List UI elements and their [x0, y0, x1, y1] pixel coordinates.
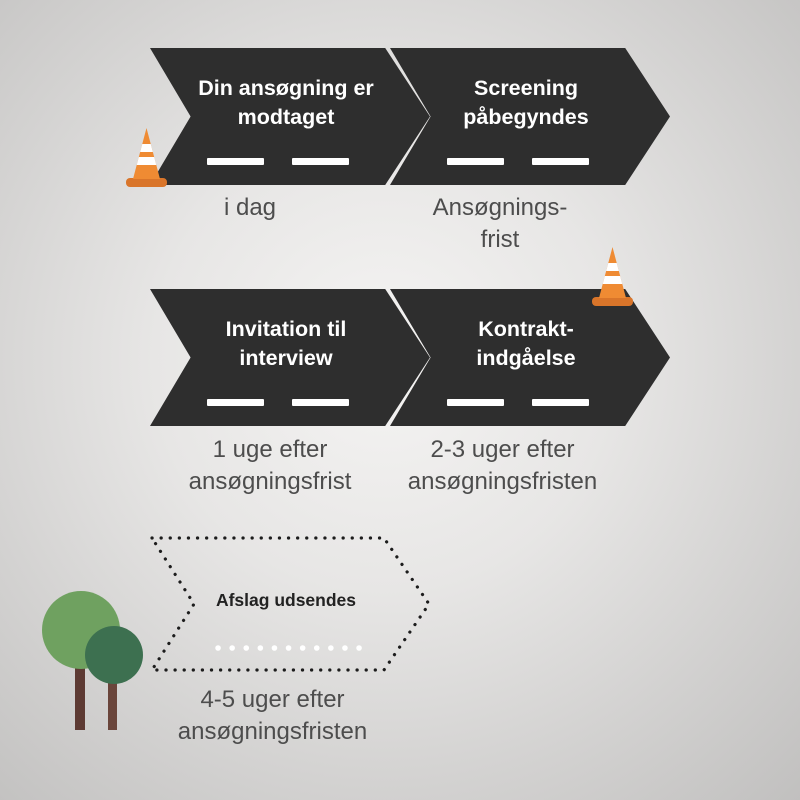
step-screening-caption: Ansøgnings- frist: [432, 194, 568, 253]
step-contract-caption: 2-3 uger efter ansøgningsfristen: [407, 436, 598, 495]
lane-dash: [292, 399, 349, 406]
lane-markings: [430, 158, 606, 165]
step-arrow-received: Din ansøgning er modtaget: [150, 48, 430, 185]
step-rejection-label: Afslag udsendes: [215, 590, 357, 610]
traffic-cone-icon: [126, 128, 167, 187]
lane-dash: [532, 399, 589, 406]
step-arrow-rejection-dotted: Afslag udsendes: [150, 536, 432, 672]
step-screening-label: Screening påbegyndes: [463, 75, 589, 129]
step-contract-label: Kontrakt- indgåelse: [476, 316, 576, 370]
step-arrow-screening: Screening påbegyndes: [390, 48, 670, 185]
lane-dash: [532, 158, 589, 165]
lane-markings: [190, 399, 366, 406]
step-interview-caption: 1 uge efter ansøgningsfrist: [188, 436, 352, 495]
step-arrow-contract: Kontrakt- indgåelse: [390, 289, 670, 426]
step-received-caption: i dag: [223, 194, 277, 221]
lane-markings: [430, 399, 606, 406]
step-received-label: Din ansøgning er modtaget: [198, 75, 374, 129]
lane-dash: [207, 158, 264, 165]
lane-dash: [447, 399, 504, 406]
step-arrow-interview: Invitation til interview: [150, 289, 430, 426]
traffic-cone-icon: [592, 247, 633, 306]
tree-icon: [42, 591, 143, 730]
lane-markings: [190, 158, 366, 165]
lane-dash: [207, 399, 264, 406]
lane-dash: [447, 158, 504, 165]
step-rejection-caption: 4-5 uger efter ansøgningsfristen: [177, 686, 368, 745]
lane-dash: [292, 158, 349, 165]
dotted-arrow-outline: [150, 536, 431, 672]
step-interview-label: Invitation til interview: [225, 316, 347, 370]
